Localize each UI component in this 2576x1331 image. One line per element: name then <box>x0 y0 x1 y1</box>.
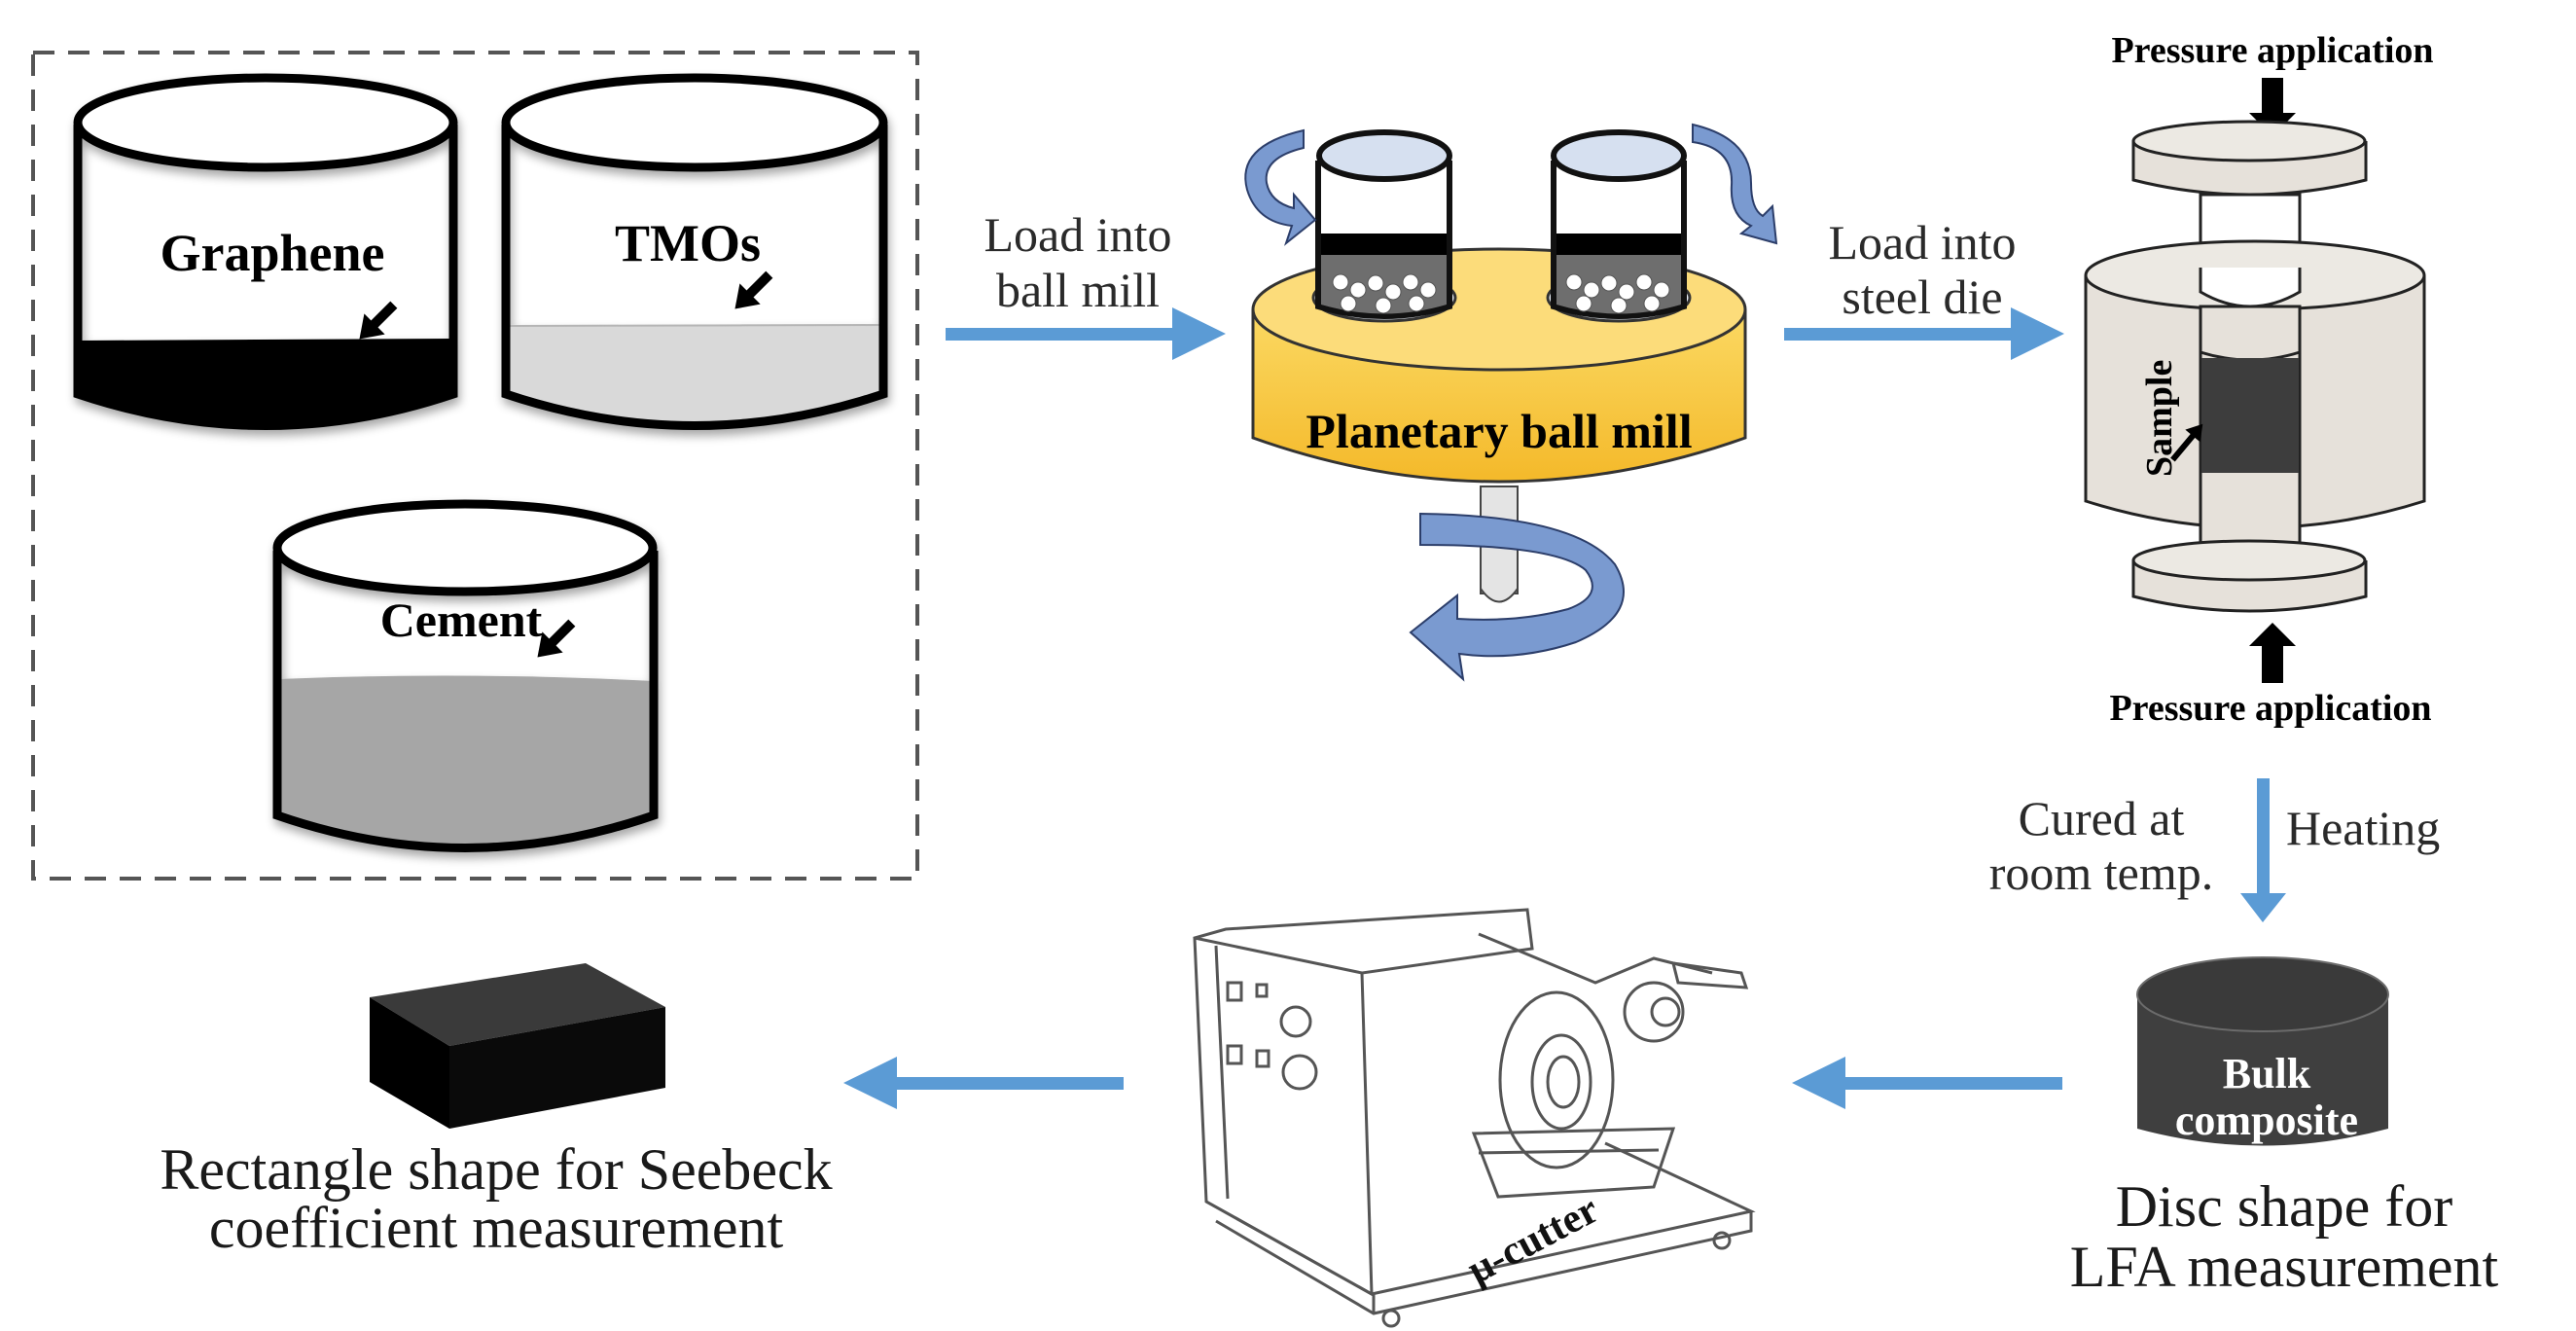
load-ball-mill-text-line1: Load into <box>984 207 1171 262</box>
cement-pointer-icon <box>537 619 576 658</box>
cube-top <box>370 963 665 1046</box>
mill-vial-right <box>1551 129 1687 319</box>
flow-arrow-right-icon <box>946 307 1226 360</box>
cement-label: Cement <box>380 593 543 647</box>
graphene-container <box>73 73 458 430</box>
micro-cutter: μ-cutter <box>1193 908 1756 1328</box>
rotation-arrow-main-icon <box>1409 512 1625 682</box>
graphene-rim <box>73 73 458 172</box>
cement-container <box>272 499 659 852</box>
rotation-arrow-right-icon <box>1692 123 1778 245</box>
flow-arrow-left-icon <box>843 1057 1124 1109</box>
step-load-steel-die: Load into steel die <box>1784 215 2064 360</box>
bottom-punch <box>2131 539 2367 582</box>
ball-mill-label: Planetary ball mill <box>1306 404 1692 458</box>
rotation-arrow-left-icon <box>1244 128 1317 246</box>
cement-body <box>272 551 659 852</box>
top-punch <box>2131 120 2367 162</box>
bulk-composite: Bulk composite Disc shape for LFA measur… <box>2070 956 2499 1299</box>
cube-side <box>370 997 449 1129</box>
steel-die: Pressure application Sample Pressure app <box>2084 30 2434 729</box>
graphene-body <box>73 125 458 430</box>
rect-caption-line1: Rectangle shape for Seebeck <box>160 1137 832 1202</box>
bulk-label-line1: Bulk <box>2223 1050 2311 1097</box>
cutter-label: μ-cutter <box>1460 1187 1606 1293</box>
graphene-label: Graphene <box>160 224 384 282</box>
sample-pointer-icon <box>2170 423 2203 462</box>
planetary-ball-mill: Planetary ball mill <box>1244 123 1778 682</box>
flow-arrow-down-icon <box>2240 778 2286 922</box>
bulk-label-line2: composite <box>2175 1097 2358 1144</box>
tmos-fill <box>506 325 883 426</box>
pressure-bottom-label: Pressure application <box>2109 688 2431 729</box>
graphene-pointer-icon <box>359 301 398 340</box>
cube-front <box>449 1007 665 1129</box>
disc-caption-line1: Disc shape for <box>2116 1174 2453 1239</box>
rectangle-sample: Rectangle shape for Seebeck coefficient … <box>160 963 833 1260</box>
tmos-rim <box>501 73 888 172</box>
tmos-label: TMOs <box>615 214 761 272</box>
disc-caption-line2: LFA measurement <box>2070 1235 2499 1299</box>
materials-group: Graphene TMOs Cement <box>31 51 919 881</box>
step-cure-heat: Cured at room temp. Heating <box>1989 778 2440 922</box>
mill-vial-left <box>1315 129 1452 319</box>
sample-label: Sample <box>2139 360 2180 477</box>
heating-text: Heating <box>2286 801 2440 855</box>
rect-caption-line2: coefficient measurement <box>209 1196 784 1260</box>
tmos-body <box>501 125 888 430</box>
pressure-top-label: Pressure application <box>2111 30 2433 71</box>
materials-dashed-box <box>31 51 919 881</box>
flow-arrow-right-icon <box>1784 307 2064 360</box>
step-load-ball-mill: Load into ball mill <box>946 207 1226 360</box>
cured-text-line1: Cured at <box>2019 791 2185 845</box>
tmos-pointer-icon <box>734 270 773 309</box>
load-ball-mill-text-line2: ball mill <box>996 263 1160 317</box>
tmos-container <box>501 73 888 430</box>
flow-arrow-left-icon <box>1792 1057 2062 1109</box>
cement-rim <box>272 499 658 596</box>
cured-text-line2: room temp. <box>1989 845 2214 900</box>
cement-fill <box>277 675 654 848</box>
sample <box>2201 358 2299 473</box>
load-die-text-line1: Load into <box>1828 215 2016 270</box>
graphene-fill <box>78 339 453 426</box>
load-die-text-line2: steel die <box>1842 270 2002 324</box>
pressure-arrow-up-icon <box>2249 623 2296 683</box>
